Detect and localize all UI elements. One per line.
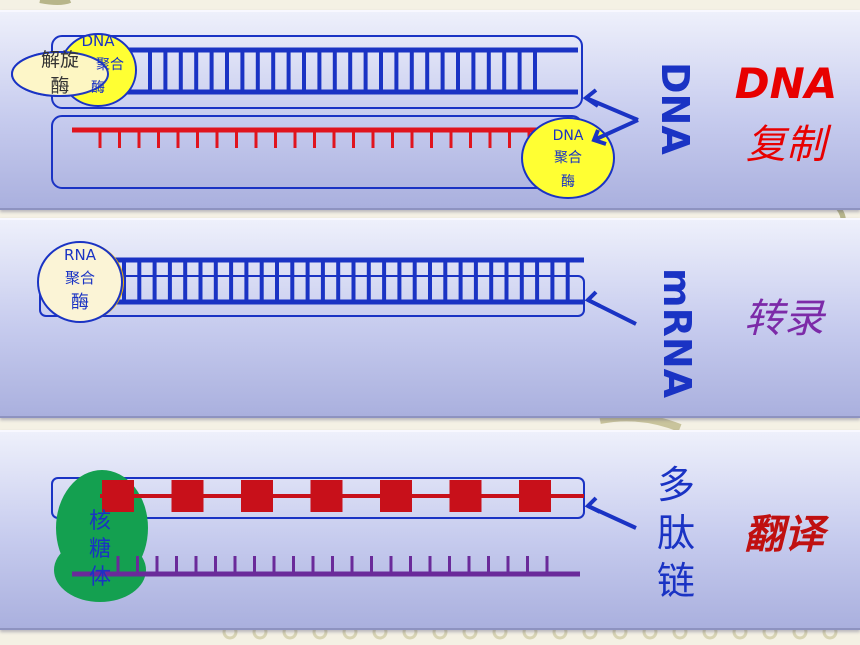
polypeptide-label-3: 链 (657, 559, 695, 603)
ribosome-line-3: 体 (89, 565, 111, 590)
amino-acid (102, 480, 134, 512)
polymerase-top-line-3: 酶 (91, 80, 105, 96)
rna-polymerase-line-3: 酶 (71, 292, 89, 313)
amino-acid (449, 480, 482, 512)
mrna-bases (116, 556, 549, 574)
transcription-label: 转录 (744, 296, 827, 342)
new-strand-bases (98, 130, 531, 148)
replication-label-latin: DNA (735, 59, 838, 108)
amino-acid (519, 480, 551, 512)
polypeptide-label-1: 多 (657, 463, 695, 507)
replication-label-cjk: 复制 (746, 122, 832, 168)
rna-polymerase-line-2: 聚合 (65, 269, 95, 287)
mrna-strand-label: mRNA (655, 268, 699, 399)
rna-polymerase (37, 241, 123, 323)
replication-panel: DNA 聚合 酶 解旋 酶 DNA 聚合 酶 DNA DNA 复制 (0, 10, 860, 210)
polymerase-top-line-2: 聚合 (96, 57, 124, 73)
polypeptide-arrow (584, 496, 637, 530)
polymerase-top-line-1: DNA (81, 32, 115, 50)
transcription-diagram: RNA 聚合 酶 mRNA 转录 (37, 241, 827, 399)
ribosome-line-2: 糖 (89, 537, 111, 562)
translation-panel: 核 糖 体 多 肽 链 翻译 (0, 430, 860, 630)
helicase-line-1: 解旋 (41, 49, 79, 71)
dna-arrows (582, 88, 639, 146)
mrna-arrow (584, 290, 637, 326)
transcription-base-pairs (122, 262, 570, 300)
polypeptide-label-2: 肽 (657, 511, 695, 555)
dna-strand-label: DNA (653, 62, 697, 155)
translation-diagram: 核 糖 体 多 肽 链 翻译 (51, 463, 829, 603)
ribosome-line-1: 核 (89, 509, 111, 534)
polymerase-bottom-line-1: DNA (553, 128, 584, 144)
dna-polymerase-bottom (521, 117, 615, 199)
rna-polymerase-line-1: RNA (64, 246, 97, 264)
dna-base-pairs (148, 52, 537, 90)
polymerase-bottom-line-2: 聚合 (554, 150, 582, 166)
amino-acid (241, 480, 273, 512)
transcription-panel: RNA 聚合 酶 mRNA 转录 (0, 218, 860, 418)
replication-diagram: DNA 聚合 酶 解旋 酶 DNA 聚合 酶 DNA DNA 复制 (11, 32, 838, 199)
helicase-line-2: 酶 (50, 75, 69, 97)
dna-daughter-box (51, 115, 583, 189)
amino-acid (171, 480, 204, 512)
amino-acids (102, 480, 551, 512)
amino-acid (380, 480, 412, 512)
polymerase-bottom-line-3: 酶 (561, 174, 575, 190)
translation-label: 翻译 (744, 511, 829, 558)
amino-acid (310, 480, 343, 512)
